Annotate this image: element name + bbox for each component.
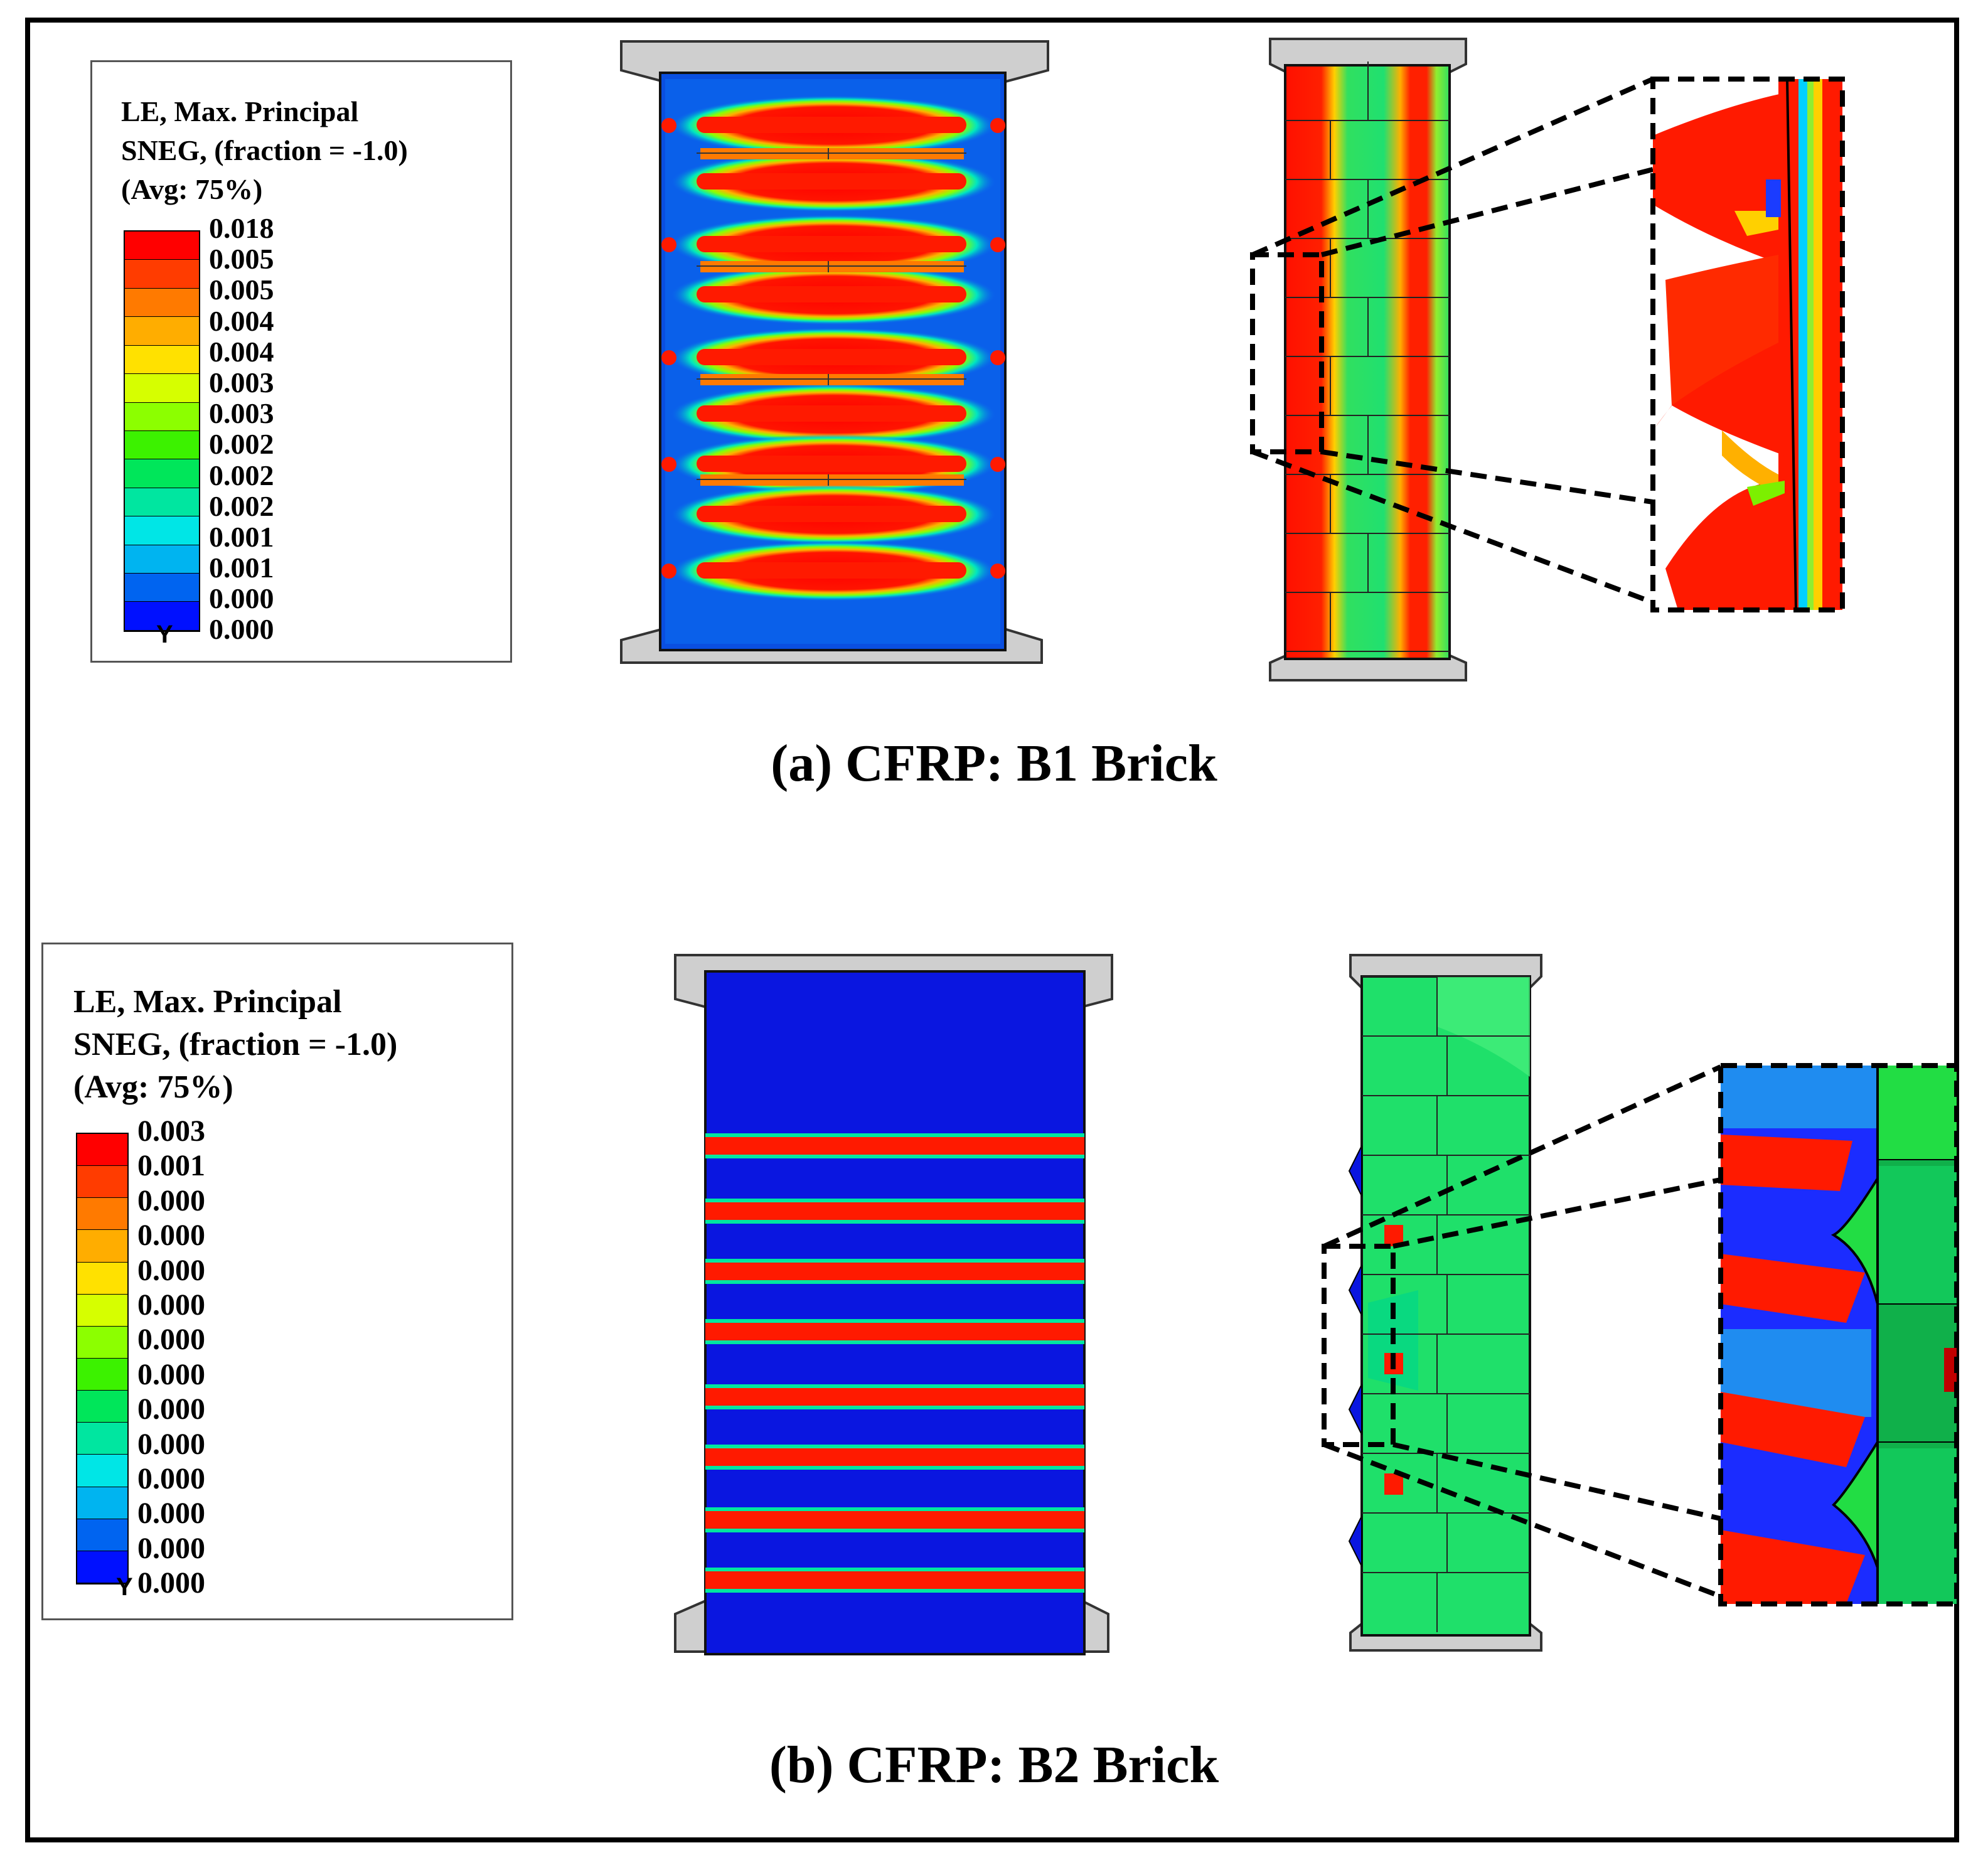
strain-band <box>705 1323 1084 1340</box>
zoom-b-detail <box>1718 1063 1959 1606</box>
legend-value: 0.000 <box>137 1566 205 1600</box>
legend-color-swatch <box>77 1423 127 1455</box>
legend-color-swatch <box>125 574 199 602</box>
legend-value: 0.000 <box>137 1462 205 1495</box>
legend-value: 0.000 <box>137 1288 205 1322</box>
wall-b-front-view <box>674 954 1113 1655</box>
legend-color-swatch <box>125 402 199 431</box>
legend-value: 0.002 <box>209 459 274 491</box>
legend-color-swatch <box>77 1230 127 1263</box>
legend-color-swatch <box>125 232 199 260</box>
legend-a: LE, Max. Principal SNEG, (fraction = -1.… <box>90 60 512 663</box>
legend-value: 0.000 <box>137 1392 205 1426</box>
legend-value: 0.000 <box>137 1427 205 1461</box>
strain-band <box>705 1263 1084 1280</box>
legend-value: 0.002 <box>209 428 274 461</box>
zoom-a-source-box <box>1250 252 1324 454</box>
legend-color-swatch <box>125 345 199 375</box>
wall-a-front-view <box>620 40 1049 664</box>
legend-value: 0.000 <box>137 1531 205 1565</box>
legend-b-axis-triad-icon: Y <box>116 1573 133 1601</box>
caption-a: (a) CFRP: B1 Brick <box>771 734 1217 793</box>
strain-band <box>705 1571 1084 1589</box>
legend-value: 0.001 <box>209 552 274 584</box>
legend-value: 0.001 <box>209 520 274 553</box>
legend-color-swatch <box>125 545 199 574</box>
legend-color-swatch <box>77 1166 127 1199</box>
legend-color-swatch <box>77 1455 127 1487</box>
legend-value: 0.018 <box>209 212 274 244</box>
legend-a-axis-triad-icon: Y <box>156 621 173 648</box>
legend-color-swatch <box>77 1551 127 1583</box>
legend-value: 0.005 <box>209 274 274 306</box>
strain-band <box>705 1202 1084 1220</box>
legend-color-swatch <box>77 1134 127 1167</box>
strain-band <box>705 1511 1084 1529</box>
legend-value: 0.001 <box>137 1149 205 1183</box>
legend-value: 0.000 <box>137 1357 205 1391</box>
legend-a-line-3: (Avg: 75%) <box>121 173 263 205</box>
legend-value: 0.000 <box>137 1219 205 1253</box>
legend-value: 0.004 <box>209 335 274 368</box>
legend-value: 0.003 <box>209 366 274 398</box>
legend-color-swatch <box>77 1294 127 1327</box>
legend-color-swatch <box>125 516 199 545</box>
legend-color-swatch <box>125 488 199 517</box>
legend-color-swatch <box>125 602 199 631</box>
legend-value: 0.000 <box>137 1184 205 1217</box>
legend-color-swatch <box>125 260 199 289</box>
legend-color-swatch <box>77 1487 127 1519</box>
strain-band <box>705 1137 1084 1155</box>
legend-color-swatch <box>125 459 199 488</box>
wall-b-side-view <box>1348 954 1542 1652</box>
legend-b-line-2: SNEG, (fraction = -1.0) <box>73 1027 398 1062</box>
legend-color-swatch <box>77 1358 127 1391</box>
legend-value: 0.000 <box>137 1253 205 1287</box>
legend-value: 0.005 <box>209 243 274 275</box>
wall-b-body <box>704 970 1086 1655</box>
legend-color-swatch <box>125 317 199 346</box>
legend-value: 0.000 <box>137 1323 205 1357</box>
legend-value: 0.000 <box>209 613 274 646</box>
legend-value: 0.002 <box>209 489 274 522</box>
legend-value: 0.003 <box>209 397 274 430</box>
legend-value: 0.004 <box>209 304 274 337</box>
strain-band <box>705 1388 1084 1406</box>
wall-b-strain-bands <box>705 1133 1084 1593</box>
legend-color-swatch <box>77 1519 127 1551</box>
legend-value: 0.000 <box>209 582 274 615</box>
legend-a-line-1: LE, Max. Principal <box>121 95 359 127</box>
legend-color-swatch <box>77 1262 127 1295</box>
strain-band <box>705 1448 1084 1466</box>
legend-color-swatch <box>125 288 199 318</box>
legend-color-swatch <box>125 374 199 403</box>
legend-b: LE, Max. Principal SNEG, (fraction = -1.… <box>41 943 513 1620</box>
zoom-b-source-box <box>1322 1244 1396 1447</box>
legend-b-line-3: (Avg: 75%) <box>73 1069 233 1105</box>
wall-a-brick-joints <box>697 148 966 486</box>
zoom-a-detail <box>1650 77 1845 612</box>
legend-value: 0.003 <box>137 1114 205 1148</box>
legend-color-swatch <box>125 430 199 460</box>
legend-color-swatch <box>77 1198 127 1231</box>
legend-a-color-bar <box>124 230 200 632</box>
legend-a-line-2: SNEG, (fraction = -1.0) <box>121 134 408 166</box>
legend-color-swatch <box>77 1391 127 1423</box>
legend-b-color-bar <box>76 1133 129 1584</box>
legend-color-swatch <box>77 1326 127 1359</box>
caption-b: (b) CFRP: B2 Brick <box>769 1736 1219 1794</box>
legend-b-line-1: LE, Max. Principal <box>73 984 342 1020</box>
wall-a-side-view <box>1269 38 1467 681</box>
legend-value: 0.000 <box>137 1497 205 1531</box>
